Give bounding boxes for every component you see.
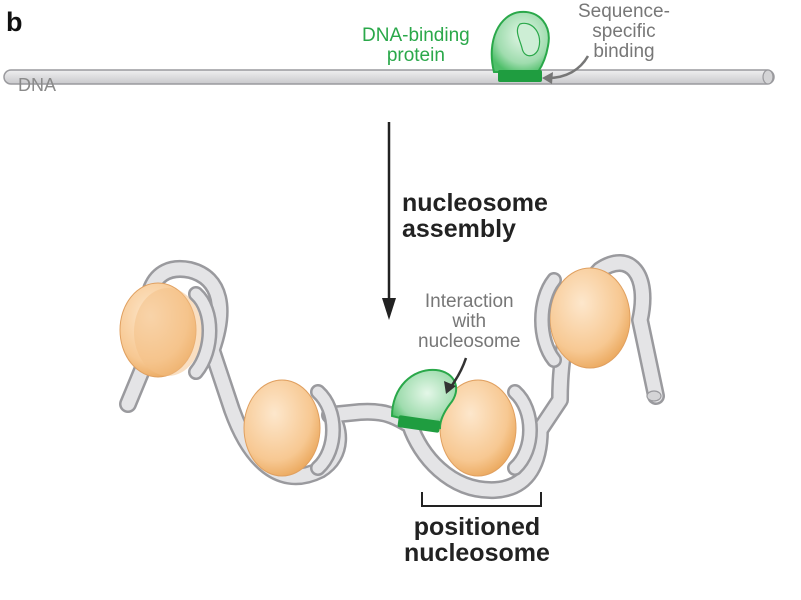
positioned-nucleosome-line-2: nucleosome bbox=[404, 539, 550, 568]
sequence-binding-line-2: specific bbox=[592, 20, 656, 42]
interaction-line-1: Interaction bbox=[424, 291, 514, 312]
interaction-with-nucleosome-label: Interaction with nucleosome bbox=[418, 292, 520, 352]
dna-label: DNA bbox=[18, 75, 57, 95]
interaction-pointer bbox=[444, 357, 468, 394]
dna-binding-protein-line-2: protein bbox=[386, 44, 445, 66]
positioned-nucleosome-line-1: positioned bbox=[413, 513, 541, 541]
histone-2 bbox=[243, 379, 321, 477]
histone-1 bbox=[119, 282, 202, 378]
histone-4 bbox=[549, 267, 631, 369]
positioned-nucleosome-label: positioned nucleosome bbox=[404, 514, 550, 567]
nucleosome-assembly-label: nucleosome assembly bbox=[402, 190, 548, 243]
interaction-line-3: nucleosome bbox=[418, 330, 521, 352]
dna-binding-protein-bound bbox=[390, 368, 458, 433]
assembly-arrow bbox=[382, 122, 396, 320]
dna-binding-protein-line-1: DNA-binding bbox=[362, 25, 470, 46]
panel-label: b bbox=[6, 7, 23, 37]
dna-binding-protein-top bbox=[490, 10, 550, 82]
sequence-binding-line-1: Sequence- bbox=[578, 1, 670, 22]
positioned-bracket bbox=[421, 492, 542, 507]
dna-binding-protein-label: DNA-binding protein bbox=[362, 26, 470, 66]
sequence-binding-line-3: binding bbox=[593, 40, 655, 62]
sequence-specific-binding-label: Sequence- specific binding bbox=[578, 2, 670, 62]
interaction-line-2: with bbox=[452, 310, 487, 332]
sequence-binding-pointer bbox=[542, 55, 590, 84]
straight-dna bbox=[3, 69, 775, 85]
nucleosome-assembly-line-1: nucleosome bbox=[402, 189, 548, 217]
dna-wraps-front bbox=[188, 272, 562, 476]
nucleosome-assembly-line-2: assembly bbox=[402, 215, 516, 244]
